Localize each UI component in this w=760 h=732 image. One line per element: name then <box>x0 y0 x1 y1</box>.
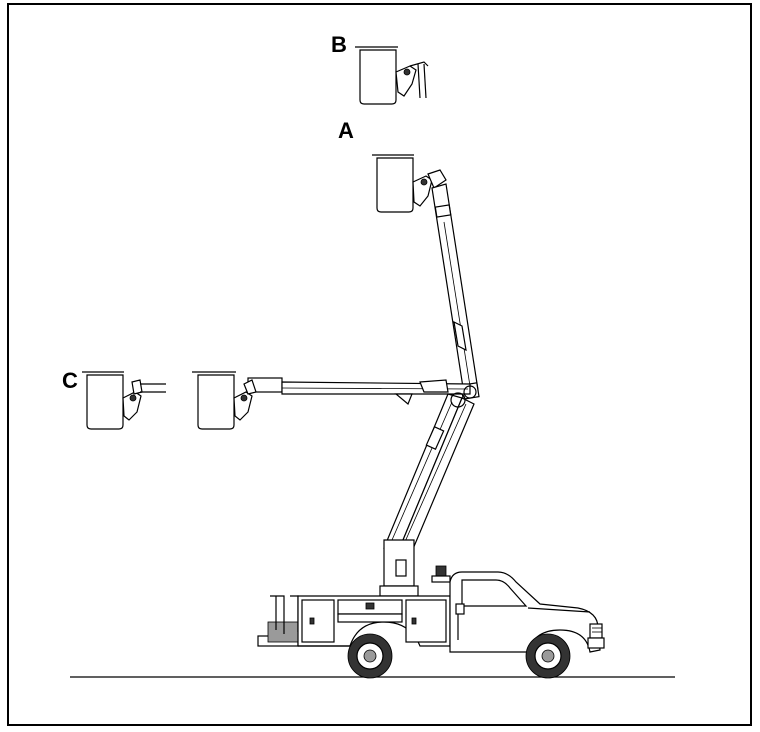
boom-pedestal <box>379 539 419 597</box>
bucket-horizontal-near <box>192 371 257 430</box>
position-label-b: B <box>331 32 347 57</box>
utility-truck <box>257 565 605 679</box>
horizontal-boom <box>247 377 477 405</box>
bucket-position-b <box>355 46 429 105</box>
lower-boom <box>383 392 475 560</box>
position-label-a: A <box>338 118 354 143</box>
bucket-position-c <box>82 371 166 430</box>
bucket-position-a <box>372 154 447 213</box>
upper-boom-raised <box>431 183 480 400</box>
position-label-c: C <box>62 368 78 393</box>
